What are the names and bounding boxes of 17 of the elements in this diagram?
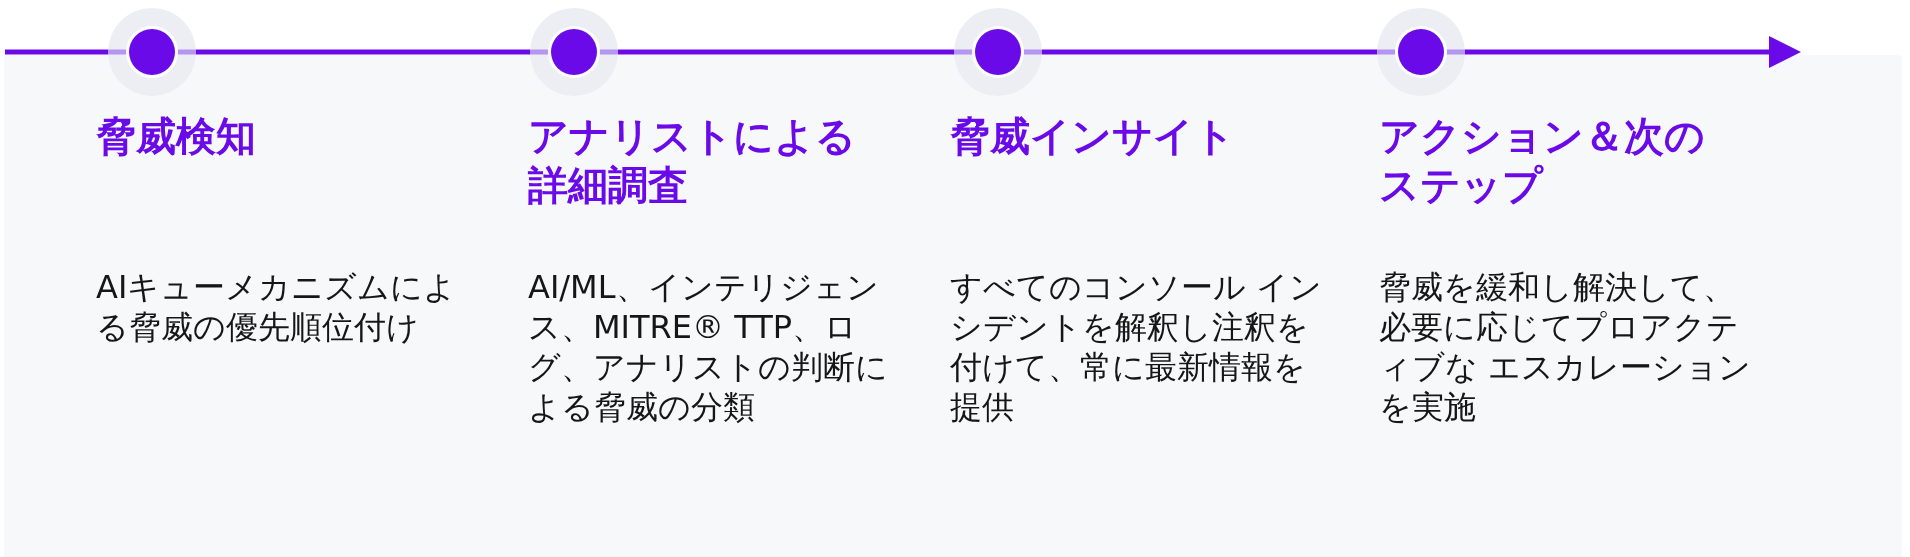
timeline-arrow: [1465, 36, 1801, 68]
step-heading: 脅威検知: [96, 112, 257, 161]
step-heading: アナリストによる詳細調査: [528, 112, 857, 210]
step-description: AI/ML、インテリジェンス、MITRE® TTP、ログ、アナリストの判断による脅威の分類: [528, 267, 889, 427]
timeline-line: [5, 49, 108, 55]
timeline-line: [196, 49, 530, 55]
step-description: 脅威を緩和し解決して、必要に応じてプロアクティブな エスカレーションを実施: [1379, 267, 1753, 427]
milestone-dot: [530, 8, 618, 96]
timeline-line: [618, 49, 954, 55]
milestone-dot: [108, 8, 196, 96]
step-heading: 脅威インサイト: [950, 112, 1236, 161]
step-heading: アクション＆次のステップ: [1379, 112, 1706, 210]
timeline-line: [1042, 49, 1377, 55]
milestone-dot: [954, 8, 1042, 96]
step-description: すべてのコンソール インシデントを解釈し注釈を付けて、常に最新情報を提供: [950, 267, 1324, 427]
step-description: AIキューメカニズムによる脅威の優先順位付け: [96, 267, 458, 347]
milestone-dot: [1377, 8, 1465, 96]
